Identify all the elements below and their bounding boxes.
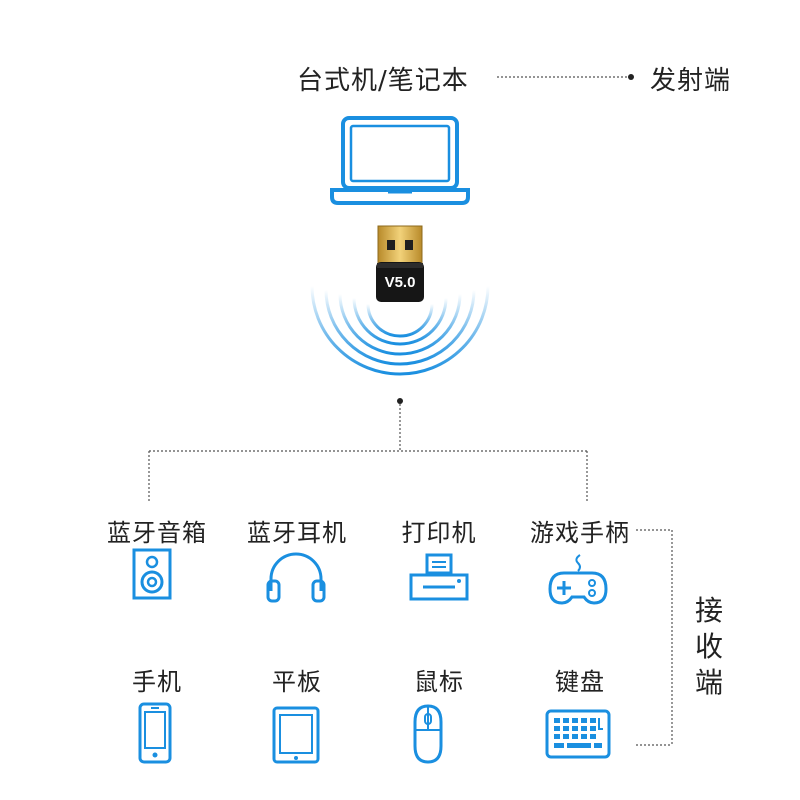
mouse-icon — [413, 704, 443, 764]
tablet-icon — [272, 706, 320, 764]
receiver-role-char: 端 — [694, 666, 723, 699]
device-label: 打印机 — [401, 519, 477, 547]
signal-connector-dot — [397, 398, 403, 404]
dongle-version-label: V5.0 — [384, 274, 416, 291]
device-label: 蓝牙耳机 — [247, 519, 347, 547]
printer-icon — [409, 553, 469, 601]
device-label: 键盘 — [555, 668, 605, 696]
laptop-icon — [330, 116, 470, 205]
device-label: 手机 — [132, 668, 182, 696]
transmitter-role-label: 发射端 — [650, 66, 732, 96]
device-label: 蓝牙音箱 — [107, 519, 207, 547]
device-label: 鼠标 — [414, 668, 464, 696]
speaker-icon — [132, 548, 172, 600]
signal-waves-icon — [310, 285, 490, 376]
device-label: 游戏手柄 — [530, 519, 630, 547]
receiver-role-char: 接 — [694, 594, 723, 627]
gamepad-icon — [548, 554, 608, 605]
receiver-role-char: 收 — [694, 630, 723, 663]
headphones-icon — [266, 552, 326, 603]
transmitter-device-label: 台式机/笔记本 — [297, 66, 469, 96]
keyboard-icon — [545, 709, 611, 759]
phone-icon — [138, 702, 172, 764]
transmitter-connector-dot — [628, 74, 634, 80]
device-label: 平板 — [272, 668, 322, 696]
usb-dongle-icon — [376, 225, 424, 302]
receiver-role-label: 接 收 端 — [693, 593, 725, 701]
